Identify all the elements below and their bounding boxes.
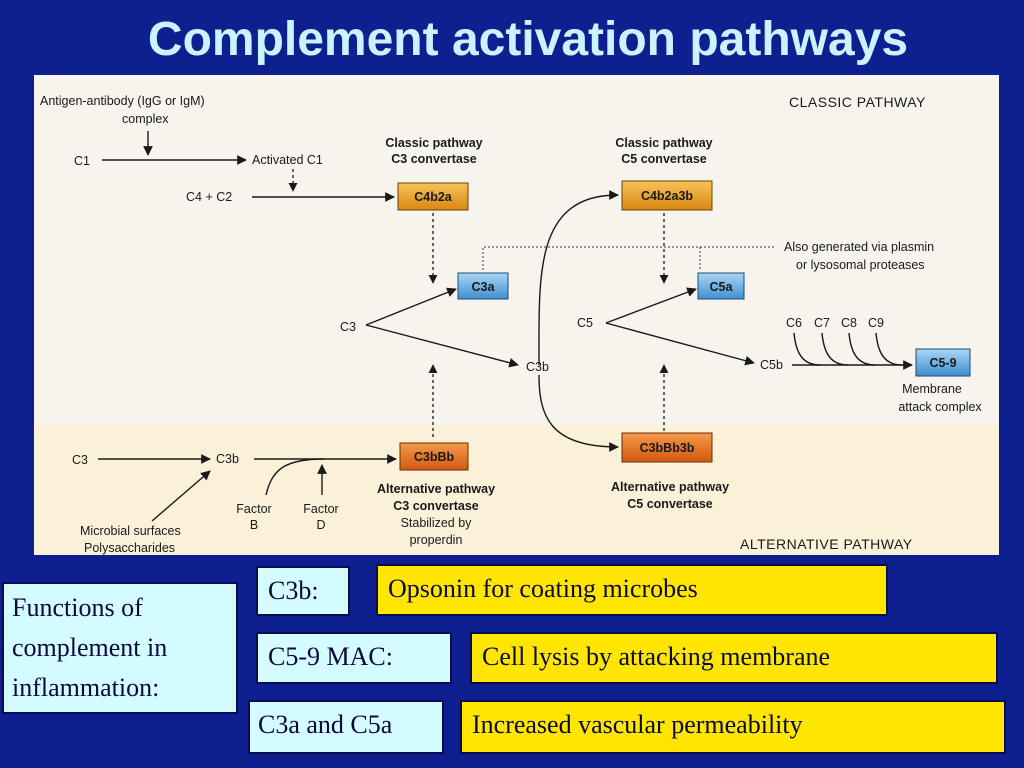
also-generated-line2: or lysosomal proteases <box>796 258 925 272</box>
also-generated-line1: Also generated via plasmin <box>784 240 934 254</box>
alternative-pathway-header: ALTERNATIVE PATHWAY <box>740 536 913 552</box>
classic-c5-convertase-line2: C5 convertase <box>621 152 707 166</box>
row-label-c3b: C3b: <box>256 566 350 616</box>
factor-b-join-curve <box>265 458 325 496</box>
c9-label: C9 <box>868 316 884 330</box>
alt-c3-convertase-line1: Alternative pathway <box>377 482 495 496</box>
factor-d-line1: Factor <box>303 502 338 516</box>
c3bbb-label: C3bBb <box>414 450 455 464</box>
c4b2a-label: C4b2a <box>414 190 453 204</box>
c9-join-curve <box>875 332 903 366</box>
c5-to-c5b-arrow <box>605 322 755 366</box>
activated-c1-label: Activated C1 <box>252 153 323 167</box>
c3a-box <box>457 272 509 300</box>
microbial-line1: Microbial surfaces <box>80 524 181 538</box>
c7-label: C7 <box>814 316 830 330</box>
pathway-svg: CLASSIC PATHWAY ALTERNATIVE PATHWAY Anti… <box>40 94 982 555</box>
classic-c5-convertase-line1: Classic pathway <box>615 136 712 150</box>
c4b2a3b-label: C4b2a3b <box>641 189 693 203</box>
c3b-classic-label: C3b <box>526 360 549 374</box>
c3b-to-c3bbb3b-curve <box>538 374 619 452</box>
microbial-arrow <box>151 470 211 522</box>
c3-alternative-label: C3 <box>72 453 88 467</box>
c3-classic-label: C3 <box>340 320 356 334</box>
functions-box: Functions of complement in inflammation: <box>2 582 238 714</box>
c6-join-curve <box>793 332 821 366</box>
pathway-diagram: CLASSIC PATHWAY ALTERNATIVE PATHWAY Anti… <box>34 75 999 555</box>
factor-d-line2: D <box>316 518 325 532</box>
c3-to-c3a-arrow <box>365 287 457 326</box>
row-label-c5-9-mac: C5-9 MAC: <box>256 632 452 684</box>
page-title: Complement activation pathways <box>147 13 909 66</box>
classic-c3-convertase-line2: C3 convertase <box>391 152 477 166</box>
c8-join-curve <box>848 332 876 366</box>
functions-line2: complement in <box>12 633 168 662</box>
stabilized-line1: Stabilized by <box>401 516 473 530</box>
c4b2a-box <box>397 182 469 211</box>
antigen-label-line1: Antigen-antibody (IgG or IgM) <box>40 94 205 108</box>
also-generated-dotted-line <box>482 246 774 270</box>
c5a-box <box>697 272 745 300</box>
alt-c3-convertase-line2: C3 convertase <box>393 499 479 513</box>
row-value-c3a-c5a: Increased vascular permeability <box>460 700 1006 754</box>
c5-label: C5 <box>577 316 593 330</box>
c3a-label: C3a <box>472 280 496 294</box>
classic-pathway-header: CLASSIC PATHWAY <box>789 94 926 110</box>
c7-join-curve <box>821 332 849 366</box>
c5a-label: C5a <box>710 280 734 294</box>
c8-label: C8 <box>841 316 857 330</box>
functions-line3: inflammation: <box>12 673 160 702</box>
c3bbb-box <box>399 442 469 471</box>
c4-c2-label: C4 + C2 <box>186 190 232 204</box>
classic-c3-convertase-line1: Classic pathway <box>385 136 482 150</box>
c5b-label: C5b <box>760 358 783 372</box>
c5-9-label: C5-9 <box>929 356 956 370</box>
stabilized-line2: properdin <box>410 533 463 547</box>
functions-line1: Functions of <box>12 593 143 622</box>
alternative-pathway-band <box>34 425 999 555</box>
alt-c5-convertase-line1: Alternative pathway <box>611 480 729 494</box>
row-value-c3b: Opsonin for coating microbes <box>376 564 888 616</box>
c3bbb3b-box <box>621 432 713 463</box>
antigen-label-line2: complex <box>122 112 169 126</box>
mac-line1: Membrane <box>902 382 962 396</box>
c3b-to-c4b2a3b-curve <box>538 190 619 366</box>
mac-line2: attack complex <box>898 400 982 414</box>
c3bbb3b-label: C3bBb3b <box>640 441 695 455</box>
microbial-line2: Polysaccharides <box>84 541 175 555</box>
factor-b-line1: Factor <box>236 502 271 516</box>
row-value-c5-9-mac: Cell lysis by attacking membrane <box>470 632 998 684</box>
alt-c5-convertase-line2: C5 convertase <box>627 497 713 511</box>
c5-to-c5a-arrow <box>605 287 697 324</box>
c3b-alternative-label: C3b <box>216 452 239 466</box>
c3-to-c3b-arrow <box>365 324 519 368</box>
c5-9-box <box>915 348 971 377</box>
c6-label: C6 <box>786 316 802 330</box>
factor-b-line2: B <box>250 518 258 532</box>
row-label-c3a-c5a: C3a and C5a <box>248 700 444 754</box>
c4b2a3b-box <box>621 180 713 211</box>
c1-label: C1 <box>74 154 90 168</box>
